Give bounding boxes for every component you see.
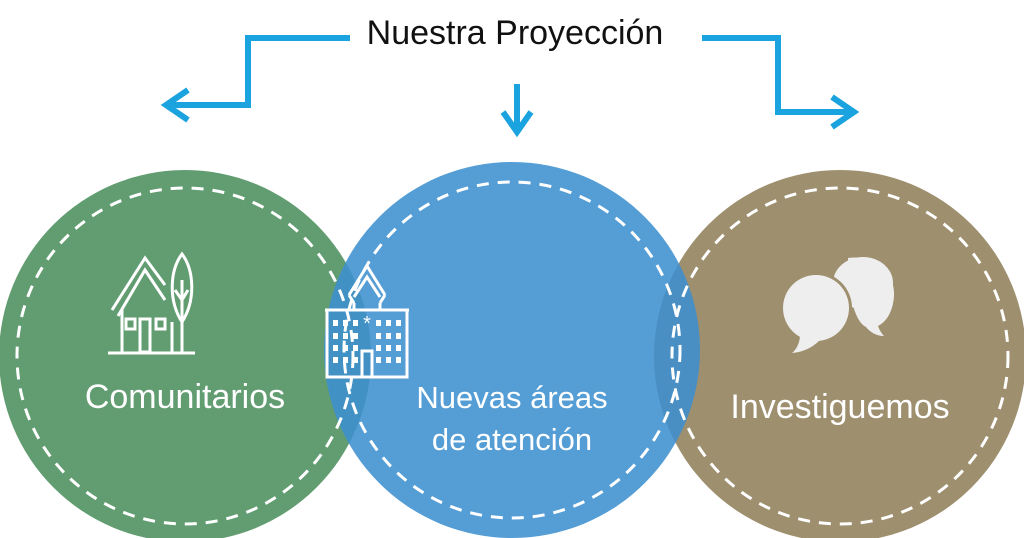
label-comunitarios: Comunitarios [84,378,286,416]
diagram-title: Nuestra Proyección [366,14,664,52]
arrow-down-head [500,110,534,138]
circle-nuevas-areas [324,162,700,538]
circle-investiguemos [654,170,1024,538]
dashed-ring-comunitarios [15,186,355,526]
hospital-windows [333,320,401,363]
label-nuevas-areas-line1: Nuevas áreas [416,380,608,415]
arrow-left [168,35,350,108]
arrow-right-head [830,94,860,130]
dashed-ring-investiguemos [670,186,1010,526]
label-nuevas-areas-line2: de atención [431,422,593,457]
label-nuevas-areas: Nuevas áreas de atención [362,377,662,461]
house-tree-icon [108,251,195,355]
arrow-right [702,35,852,115]
label-investiguemos: Investiguemos [730,388,950,426]
speech-bubbles-icon [780,257,895,353]
arrow-left-head [160,87,190,123]
svg-text:*: * [363,313,371,335]
hospital-icon: * [325,263,409,379]
